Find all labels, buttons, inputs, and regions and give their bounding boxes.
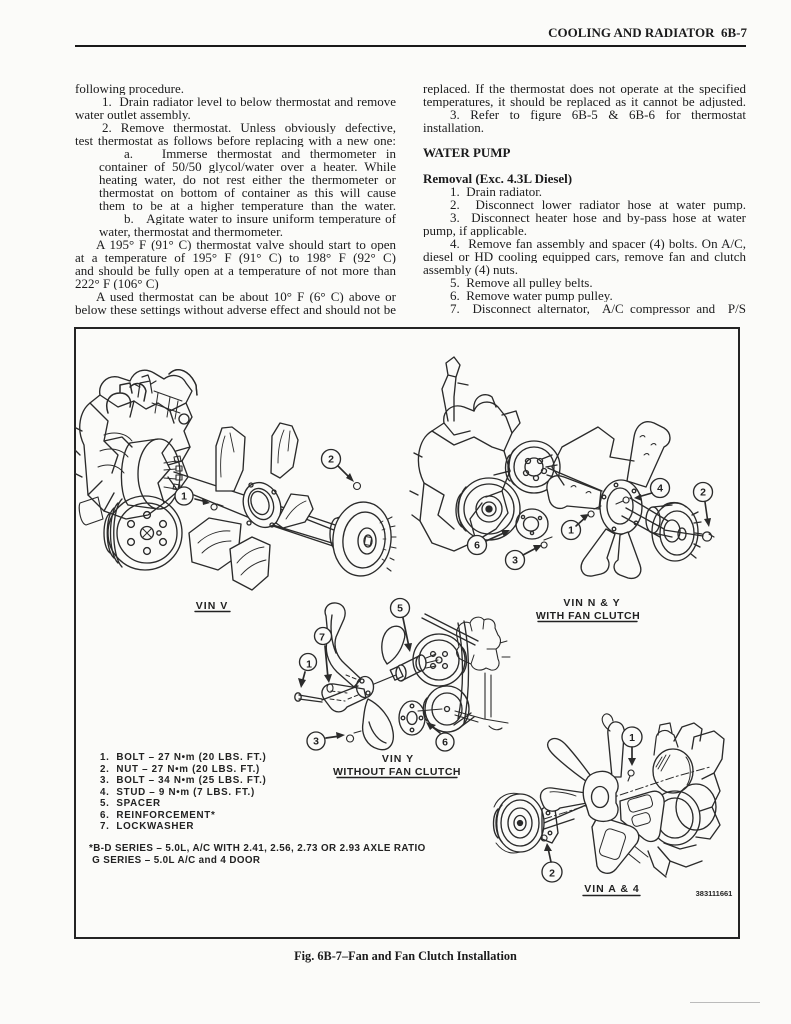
svg-text:1: 1 [568,525,574,537]
svg-text:6: 6 [474,540,480,552]
svg-text:2: 2 [700,487,706,499]
svg-text:VIN Y: VIN Y [382,753,414,765]
svg-text:VIN N & Y: VIN N & Y [563,597,620,609]
svg-text:1: 1 [181,491,187,503]
svg-text:2: 2 [549,868,555,880]
svg-text:7: 7 [319,632,325,644]
svg-text:VIN A & 4: VIN A & 4 [584,883,639,895]
svg-text:WITH FAN CLUTCH: WITH FAN CLUTCH [536,610,640,622]
svg-text:3: 3 [512,555,518,567]
svg-text:5: 5 [397,603,403,615]
svg-text:2: 2 [328,454,334,466]
svg-text:1: 1 [629,732,635,744]
svg-text:383111661: 383111661 [696,889,733,898]
svg-text:6: 6 [442,737,448,749]
svg-text:4: 4 [657,483,663,495]
svg-text:VIN V: VIN V [196,600,228,612]
svg-text:WITHOUT FAN CLUTCH: WITHOUT FAN CLUTCH [333,766,461,778]
svg-text:1: 1 [306,659,312,671]
svg-text:3: 3 [313,736,319,748]
